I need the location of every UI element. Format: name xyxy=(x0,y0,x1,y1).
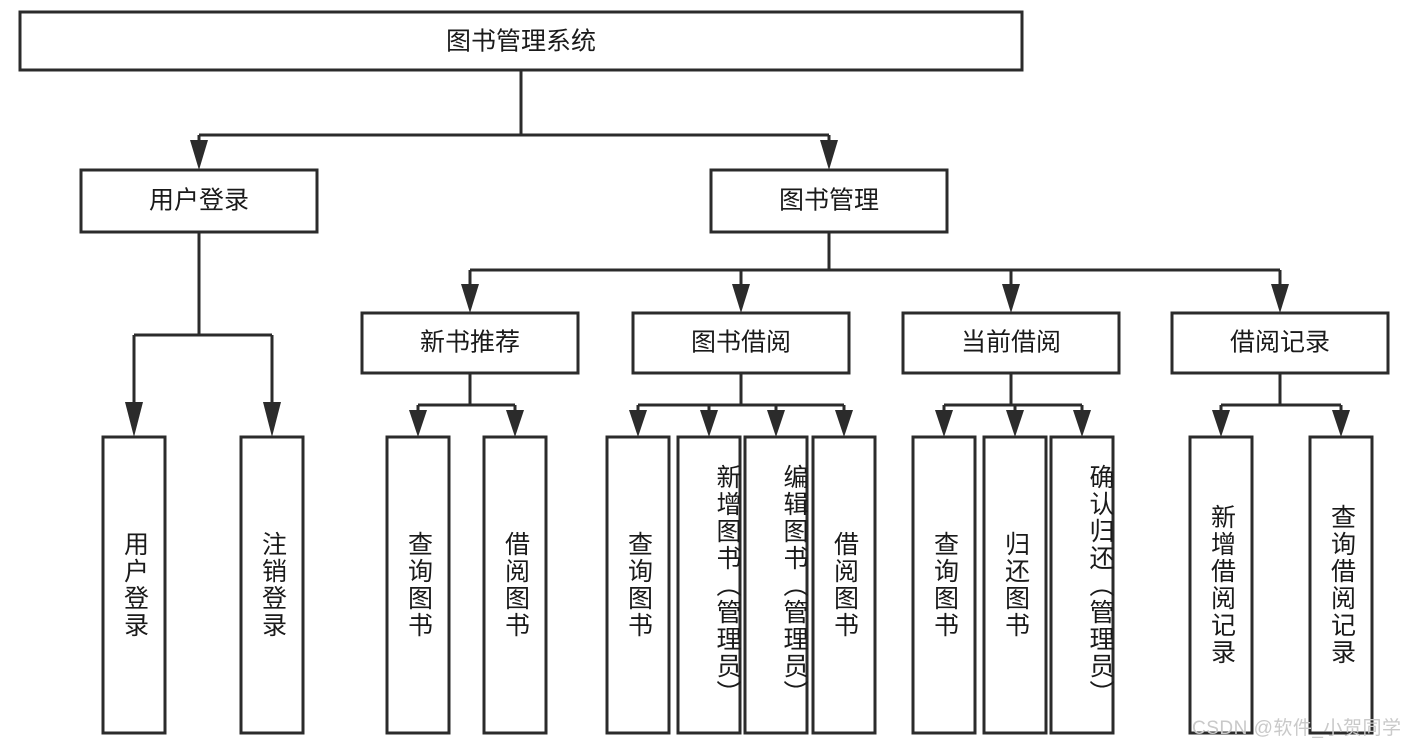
node-box-nbr-query-book[interactable] xyxy=(385,435,451,735)
node-box-bb-borrow-book[interactable] xyxy=(811,435,877,735)
node-box-cb-query-book[interactable] xyxy=(911,435,977,735)
node-label-book-management: 图书管理 xyxy=(779,187,879,215)
node-box-current-borrow[interactable] xyxy=(901,311,1121,375)
arrow-head-bb-edit-book xyxy=(767,410,785,437)
arrow-head-br-add-record xyxy=(1212,410,1230,437)
node-box-book-management[interactable] xyxy=(709,168,949,234)
watermark-text: CSDN @软件_小贺同学 xyxy=(1192,718,1402,739)
node-box-user-logout-leaf[interactable] xyxy=(239,435,305,735)
connector-layer xyxy=(125,70,1350,437)
arrow-head-nbr-borrow-book xyxy=(506,410,524,437)
arrow-head-bb-add-book xyxy=(700,410,718,437)
node-box-user-login-leaf[interactable] xyxy=(101,435,167,735)
node-box-new-book-recommend[interactable] xyxy=(360,311,580,375)
node-box-root[interactable] xyxy=(18,10,1024,72)
node-label-root: 图书管理系统 xyxy=(446,28,596,56)
node-label-new-book-recommend: 新书推荐 xyxy=(420,329,520,357)
node-box-borrow-record[interactable] xyxy=(1170,311,1390,375)
arrow-head-new-book-recommend xyxy=(461,284,479,313)
arrow-head-br-query-record xyxy=(1332,410,1350,437)
node-box-bb-query-book[interactable] xyxy=(605,435,671,735)
arrow-head-user-login xyxy=(190,140,208,170)
arrow-head-current-borrow xyxy=(1002,284,1020,313)
node-box-user-login[interactable] xyxy=(79,168,319,234)
node-label-book-borrow: 图书借阅 xyxy=(691,329,791,357)
node-layer: 图书管理系统 用户登录 图书管理 新书推荐 图书借阅 当前借阅 借阅记录 xyxy=(18,10,1390,735)
node-box-cb-confirm-return[interactable] xyxy=(1049,435,1115,735)
arrow-head-borrow-record xyxy=(1271,284,1289,313)
arrow-head-nbr-query-book xyxy=(409,410,427,437)
node-box-book-borrow[interactable] xyxy=(631,311,851,375)
node-box-br-add-record[interactable] xyxy=(1188,435,1254,735)
arrow-head-cb-confirm-return xyxy=(1073,410,1091,437)
arrow-head-user-login-leaf xyxy=(125,402,143,437)
node-box-cb-return-book[interactable] xyxy=(982,435,1048,735)
node-box-br-query-record[interactable] xyxy=(1308,435,1374,735)
arrow-head-cb-query-book xyxy=(935,410,953,437)
node-box-nbr-borrow-book[interactable] xyxy=(482,435,548,735)
node-label-current-borrow: 当前借阅 xyxy=(961,329,1061,357)
node-label-borrow-record: 借阅记录 xyxy=(1230,329,1330,357)
arrow-head-user-logout-leaf xyxy=(263,402,281,437)
node-box-bb-edit-book[interactable] xyxy=(743,435,809,735)
node-box-bb-add-book[interactable] xyxy=(676,435,742,735)
node-label-user-login: 用户登录 xyxy=(149,187,249,215)
arrow-head-book-borrow xyxy=(732,284,750,313)
arrow-head-cb-return-book xyxy=(1006,410,1024,437)
arrow-head-book-management xyxy=(820,140,838,170)
arrow-head-bb-query-book xyxy=(629,410,647,437)
arrow-head-bb-borrow-book xyxy=(835,410,853,437)
